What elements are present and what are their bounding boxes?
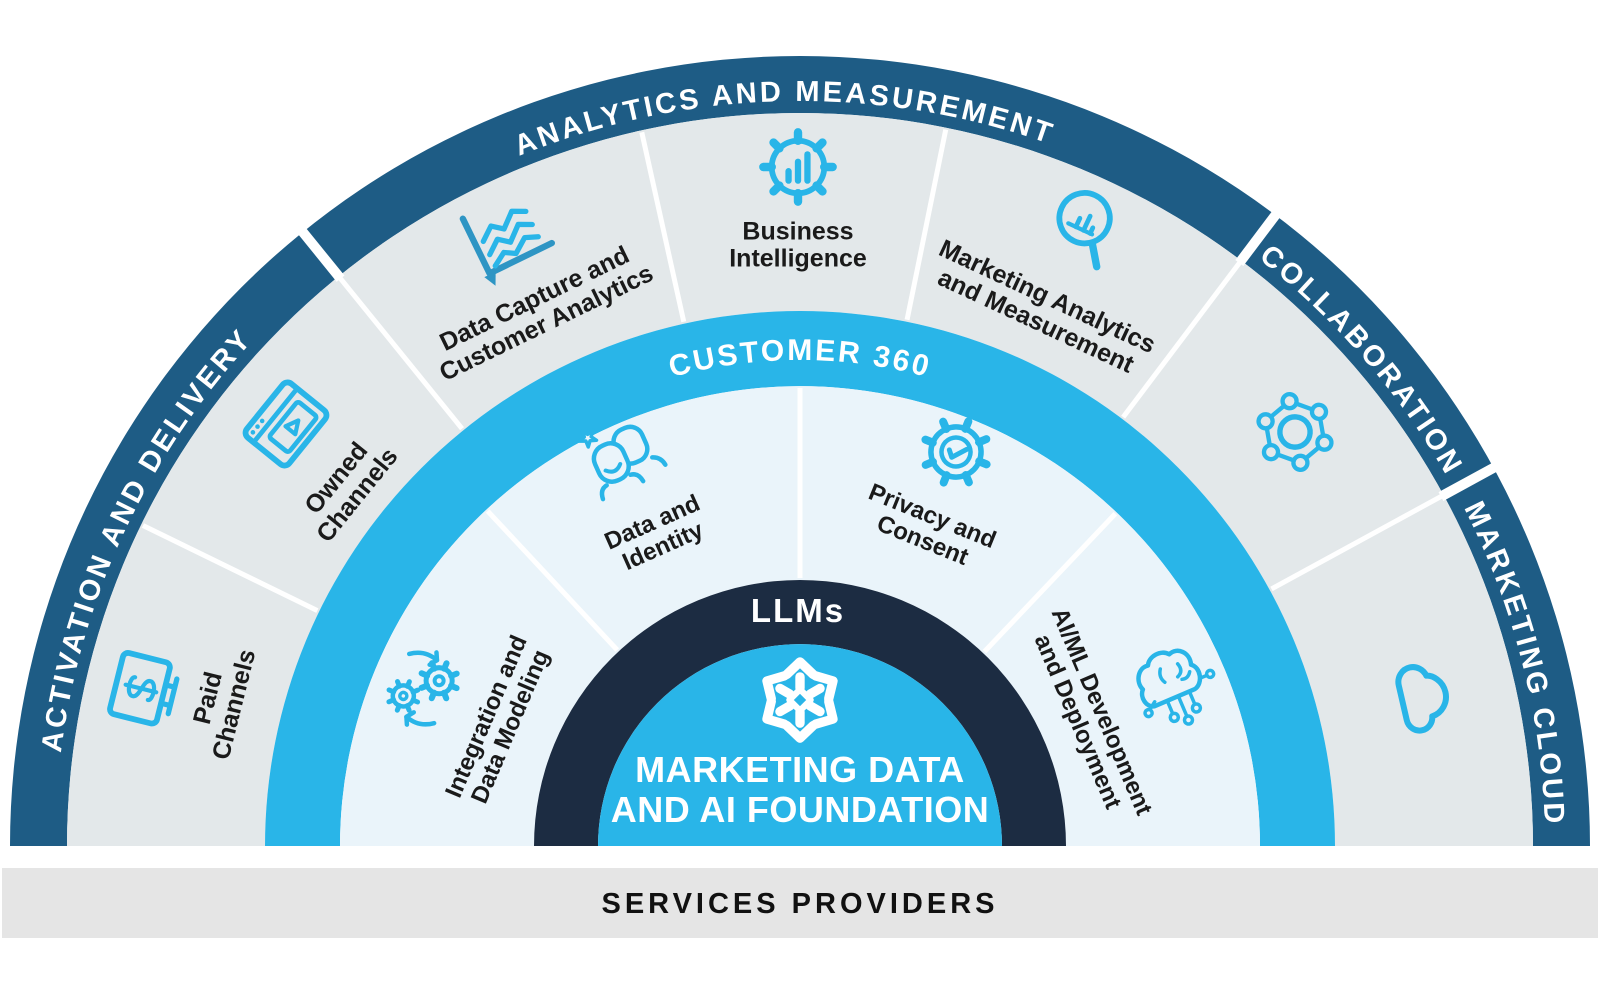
center-title-line1: MARKETING DATA — [635, 749, 965, 790]
divider-line — [1438, 462, 1499, 501]
ring-inner-pale-ring — [340, 386, 1260, 846]
center-foundation: LLMs MARKETING DATA AND AI FOUNDATION — [611, 592, 989, 830]
services-providers-bar: SERVICES PROVIDERS — [2, 868, 1598, 938]
segment-dividers — [141, 129, 1499, 654]
gear-bar-chart-icon — [763, 132, 832, 201]
divider-line — [904, 129, 949, 321]
divider-line — [485, 509, 620, 652]
ring-middle-gray-ring — [67, 113, 1533, 846]
ring-llms-ring — [534, 580, 1066, 846]
divider-line — [338, 276, 464, 431]
ring-center-circle — [598, 644, 1002, 846]
divider-line — [639, 131, 687, 323]
concentric-rings — [10, 56, 1590, 846]
center-title-line2: AND AI FOUNDATION — [611, 789, 989, 830]
divider-line — [1270, 493, 1444, 592]
divider-line — [982, 512, 1118, 654]
divider-line — [1121, 260, 1242, 419]
llms-ring-label: LLMs — [751, 592, 845, 629]
divider-line — [1235, 209, 1282, 267]
services-bar-label: SERVICES PROVIDERS — [601, 888, 998, 920]
divider-line — [141, 523, 319, 613]
divider-line — [297, 226, 345, 282]
ring-customer-360-band — [265, 311, 1335, 846]
services-bar-background — [2, 868, 1598, 938]
